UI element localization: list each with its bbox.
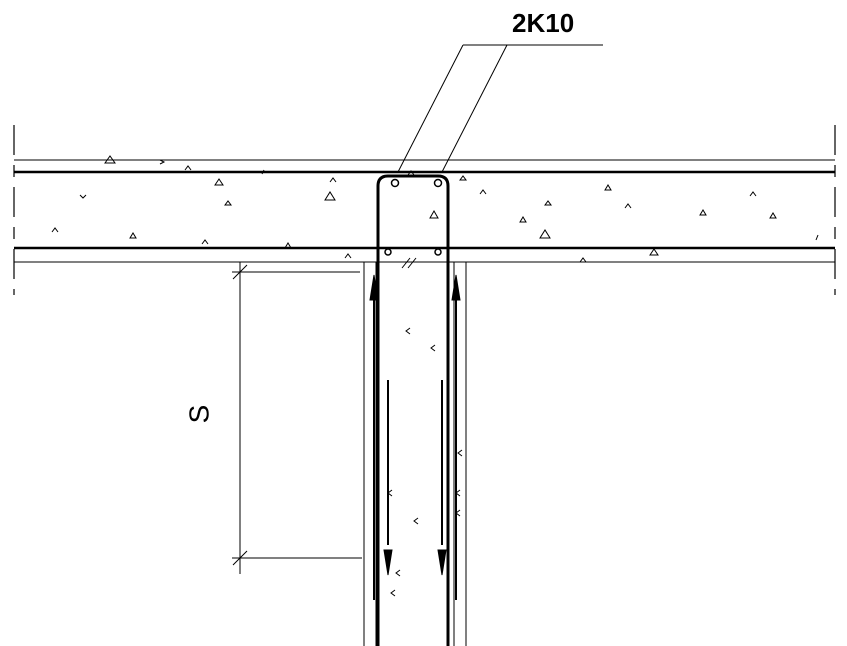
- slab: [13, 125, 836, 295]
- arrow-up-left: [369, 274, 379, 301]
- concrete-hatch: [51, 155, 819, 597]
- arrow-down-right: [437, 549, 447, 576]
- bar-top-right: [433, 178, 443, 188]
- dimension-label: S: [183, 404, 215, 424]
- callout-leader-line-1: [397, 44, 464, 173]
- dimension-tick-bottom: [232, 550, 248, 566]
- hairpin-rebar: [376, 174, 450, 646]
- arrow-down-left: [383, 549, 393, 576]
- callout-leader: [397, 44, 603, 173]
- direction-arrows: [369, 274, 461, 600]
- callout-label: 2K10: [512, 8, 575, 38]
- wall: [363, 262, 467, 646]
- arrow-up-right: [451, 274, 461, 301]
- dimension-tick-top: [232, 264, 248, 280]
- bar-bottom-left: [384, 248, 392, 256]
- bar-top-left: [390, 178, 400, 188]
- dimension-s: [232, 262, 362, 574]
- bar-bottom-right: [434, 248, 442, 256]
- rebar: [376, 174, 450, 646]
- callout-leader-line-2: [441, 44, 508, 173]
